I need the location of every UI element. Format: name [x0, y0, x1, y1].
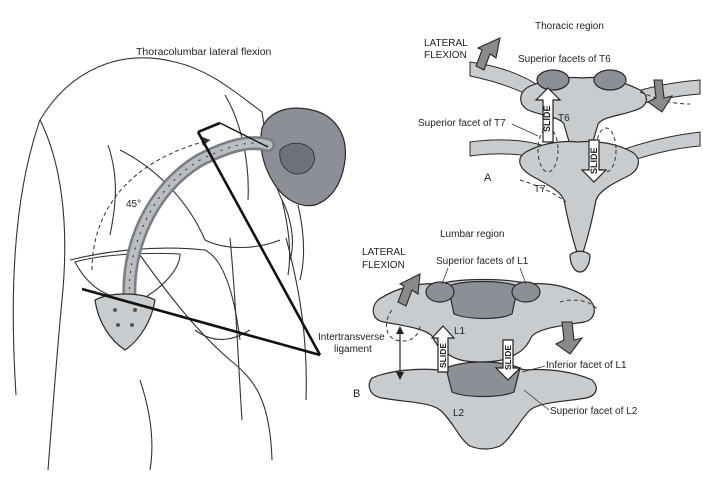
callout-line-right [196, 131, 322, 356]
superior-facets-l1-label: Superior facets of L1 [436, 256, 529, 267]
svg-text:SLIDE: SLIDE [589, 147, 599, 174]
intertransverse-label-1: Intertransverse [318, 332, 385, 343]
l1-facet-left [425, 281, 455, 303]
left-panel-title: Thoracolumbar lateral flexion [136, 46, 272, 58]
svg-text:SLIDE: SLIDE [503, 345, 513, 370]
thoracic-slide-arrow-down: SLIDE [580, 139, 608, 183]
lumbar-vertebrae: SLIDE SLIDE [368, 273, 599, 450]
intertransverse-label-2: ligament [334, 344, 372, 355]
t7-label: T7 [534, 184, 546, 195]
superior-facet-l2-label: Superior facet of L2 [550, 406, 638, 417]
ligament-outline [386, 309, 421, 342]
l2-label: L2 [453, 408, 465, 419]
lateral-flexion-body [12, 57, 347, 471]
lumbar-lateral-label-2: FLEXION [362, 260, 405, 271]
lumbar-slide-arrow-down: SLIDE [494, 339, 522, 381]
l1-label: L1 [454, 326, 466, 337]
vertebra-t7 [519, 140, 639, 264]
thoracic-slide-arrow-up: SLIDE [534, 87, 562, 143]
t6-label: T6 [558, 113, 570, 124]
sacrum [94, 293, 156, 351]
t6-facet-right [593, 69, 627, 91]
panel-b-letter: B [353, 388, 360, 400]
superior-facet-t7-label: Superior facet of T7 [418, 118, 506, 129]
thoracic-vertebrae: SLIDE SLIDE [469, 37, 701, 273]
lumbar-lateral-label-1: LATERAL [362, 247, 406, 258]
t6-facet-left [536, 69, 570, 91]
lumbar-flexion-arrow-down [554, 321, 584, 355]
superior-facets-t6-label: Superior facets of T6 [518, 54, 611, 65]
lumbar-flexion-arrow-up [397, 273, 421, 307]
lumbar-region-title: Lumbar region [440, 229, 504, 240]
angle-label: 45° [126, 199, 141, 210]
thoracic-region-title: Thoracic region [535, 21, 604, 32]
callout-line-bottom [81, 287, 321, 357]
svg-text:SLIDE: SLIDE [438, 343, 448, 368]
angle-arc [91, 139, 211, 271]
spine-column [122, 136, 275, 312]
thoracic-flexion-arrow-down [646, 79, 674, 113]
head-shadow [279, 142, 315, 175]
panel-a-letter: A [484, 172, 492, 184]
svg-text:SLIDE: SLIDE [542, 105, 552, 132]
vertebra-l1 [372, 278, 595, 363]
inferior-facet-l1-label: Inferior facet of L1 [546, 360, 627, 371]
thoracic-lateral-label-2: FLEXION [424, 50, 467, 61]
lumbar-slide-arrow-up: SLIDE [430, 325, 456, 373]
thoracic-lateral-label-1: LATERAL [424, 38, 468, 49]
l1-facet-right [511, 281, 541, 303]
thoracic-flexion-arrow-up [475, 37, 501, 71]
l1-body [447, 280, 519, 320]
